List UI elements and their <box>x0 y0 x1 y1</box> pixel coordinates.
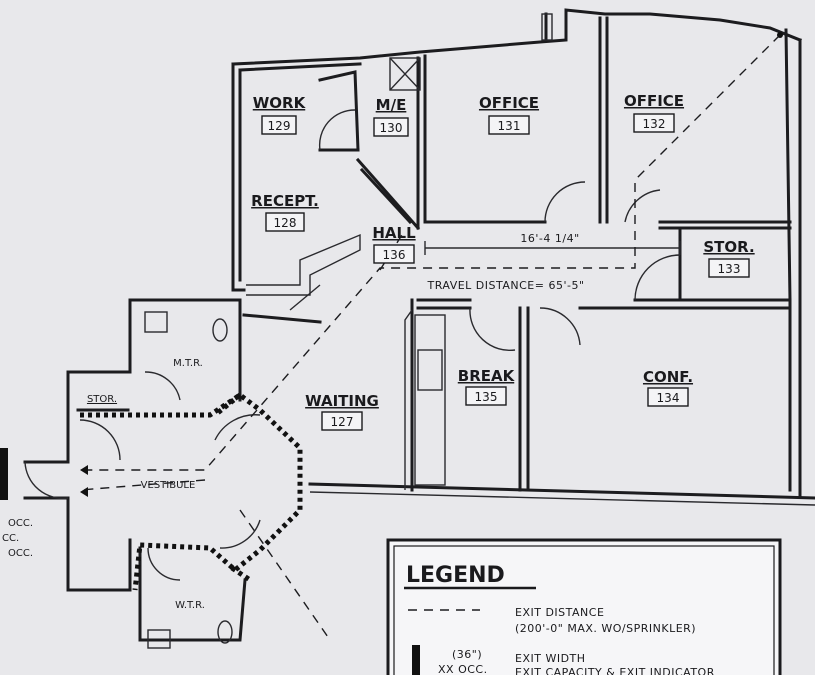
room-name: HALL <box>372 224 416 242</box>
occ-line-2: CC. <box>2 533 19 544</box>
room-work: WORK 129 <box>253 94 307 135</box>
exterior-walls <box>231 8 815 506</box>
room-number: 133 <box>718 262 741 276</box>
hall-dimension: 16'-4 1/4" <box>520 232 579 245</box>
room-name: BREAK <box>458 367 516 385</box>
room-stor-left-label: STOR. <box>87 394 117 405</box>
room-number: 136 <box>383 248 406 262</box>
room-waiting: WAITING 127 <box>305 392 379 431</box>
doors <box>24 109 681 581</box>
room-name: STOR. <box>703 238 754 256</box>
occ-line-1: OCC. <box>8 518 33 529</box>
room-office-132: OFFICE 132 <box>624 92 684 133</box>
legend-exit-capacity: EXIT CAPACITY & EXIT INDICATOR <box>515 666 715 675</box>
room-number: 130 <box>380 121 403 135</box>
room-stor-133: STOR. 133 <box>703 238 755 278</box>
legend-title: LEGEND <box>406 563 505 588</box>
interior-walls <box>23 16 792 649</box>
room-conf: CONF. 134 <box>643 368 693 407</box>
room-name: WAITING <box>305 392 379 410</box>
room-number: 135 <box>475 390 498 404</box>
room-number: 132 <box>643 117 666 131</box>
legend-exit-occ-value: XX OCC. <box>438 663 488 675</box>
room-number: 131 <box>498 119 521 133</box>
occ-line-3: OCC. <box>8 548 33 559</box>
legend-exit-width: EXIT WIDTH <box>515 652 586 665</box>
room-recept: RECEPT. 128 <box>251 192 319 232</box>
room-name: OFFICE <box>479 94 539 112</box>
exit-indicator-icon <box>0 448 8 500</box>
room-me: M/E 130 <box>373 96 409 137</box>
room-number: 129 <box>268 119 291 133</box>
room-wtr-label: W.T.R. <box>175 600 205 611</box>
room-vestibule-label: VESTIBULE <box>141 480 196 491</box>
exit-indicator-icon <box>412 645 420 675</box>
room-name: M/E <box>376 96 407 114</box>
room-mtr-label: M.T.R. <box>173 358 203 369</box>
room-number: 127 <box>331 415 354 429</box>
room-break: BREAK 135 <box>458 367 516 406</box>
room-name: RECEPT. <box>251 192 319 210</box>
legend-exit-distance: EXIT DISTANCE <box>515 606 604 619</box>
legend-exit-width-value: (36") <box>452 648 482 661</box>
travel-distance-note: TRAVEL DISTANCE= 65'-5" <box>426 279 584 292</box>
room-hall: HALL 136 <box>372 224 416 264</box>
room-name: WORK <box>253 94 307 112</box>
legend: LEGEND EXIT DISTANCE (200'-0" MAX. WO/SP… <box>386 538 782 675</box>
legend-exit-distance-note: (200'-0" MAX. WO/SPRINKLER) <box>515 622 696 635</box>
rated-walls <box>80 391 303 591</box>
room-number: 128 <box>274 216 297 230</box>
room-number: 134 <box>657 391 680 405</box>
room-office-131: OFFICE 131 <box>479 94 539 135</box>
room-name: CONF. <box>643 368 693 386</box>
room-name: OFFICE <box>624 92 684 110</box>
